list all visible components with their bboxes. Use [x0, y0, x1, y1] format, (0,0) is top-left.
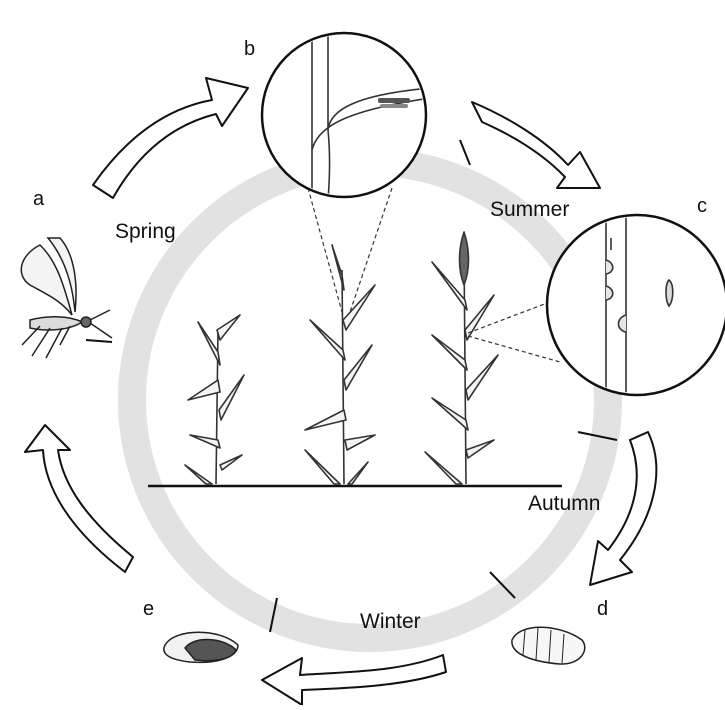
season-label-spring: Spring: [115, 220, 176, 244]
egg-cluster: [378, 98, 410, 108]
stage-label-a: a: [33, 188, 44, 211]
puparium: [164, 632, 238, 662]
elongating-wheat-plant: [305, 245, 375, 484]
divider-spring-summer: [460, 140, 470, 165]
arrow-summer-to-autumn: [472, 102, 600, 188]
arrow-spring-to-summer: [93, 78, 248, 198]
larva-in-magnifier: [666, 280, 673, 306]
season-label-winter: Winter: [360, 610, 421, 634]
stage-label-c: c: [697, 195, 707, 218]
overwintering-larva: [512, 627, 585, 664]
eared-wheat-plant: [425, 232, 498, 484]
zoom-guide-b-left: [308, 188, 342, 312]
stage-label-e: e: [143, 598, 154, 621]
stage-label-d: d: [597, 598, 608, 621]
stage-label-b: b: [244, 38, 255, 61]
zoom-guide-b-right: [350, 188, 392, 312]
young-wheat-plant: [185, 315, 244, 484]
zoom-guide-c-bottom: [468, 336, 560, 362]
season-label-summer: Summer: [490, 198, 569, 222]
divider-spring-start: [86, 340, 112, 342]
season-ring: [132, 162, 608, 638]
magnifier-c: [547, 210, 725, 400]
wheat-ear: [460, 232, 469, 285]
season-label-autumn: Autumn: [528, 492, 600, 516]
arrow-winter-to-spring: [262, 655, 446, 705]
arrow-spring-to-adult: [25, 425, 133, 572]
